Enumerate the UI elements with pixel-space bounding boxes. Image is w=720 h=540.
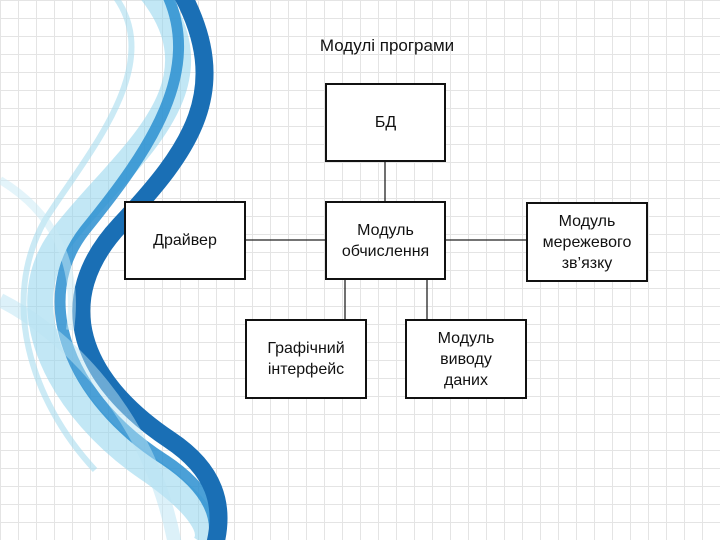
node-driver: Драйвер	[124, 201, 246, 280]
node-network: Модуль мережевого зв’язку	[526, 202, 648, 282]
node-output: Модуль виводу даних	[405, 319, 527, 399]
node-gui: Графічний інтерфейс	[245, 319, 367, 399]
diagram-title: Модулі програми	[319, 36, 455, 55]
node-compute: Модуль обчислення	[325, 201, 446, 280]
node-db: БД	[325, 83, 446, 162]
